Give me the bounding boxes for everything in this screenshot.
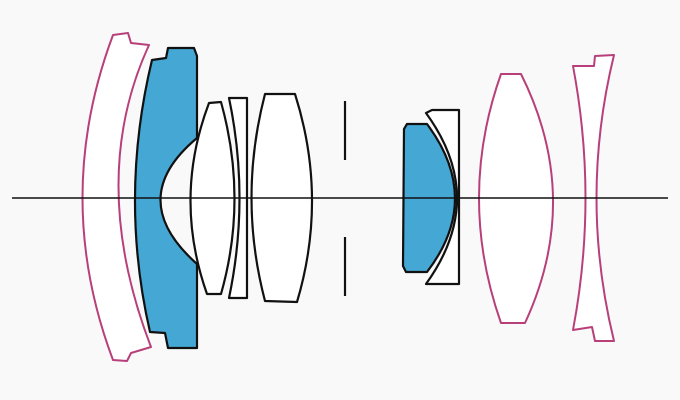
lens-element-7 — [424, 108, 461, 286]
lens-element-4 — [227, 96, 249, 300]
lens-element-2-special-glass — [133, 46, 199, 350]
lens-element-1-aspherical — [81, 32, 152, 362]
